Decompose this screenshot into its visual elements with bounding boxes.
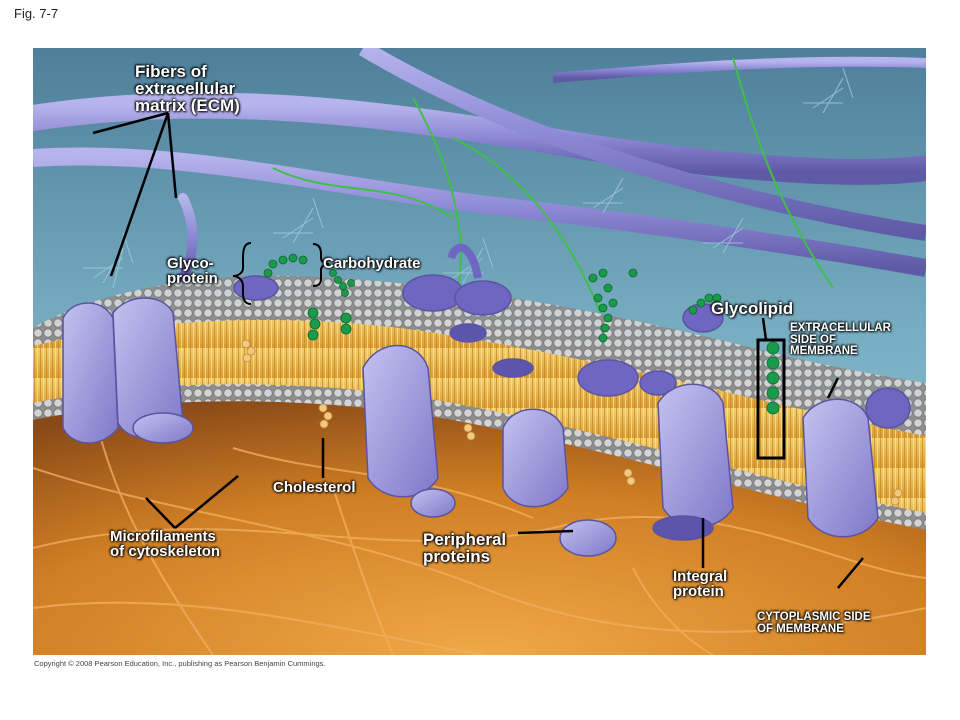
ecm-fibers [33, 48, 926, 283]
cytoplasmic-side-label: CYTOPLASMIC SIDE OF MEMBRANE [757, 611, 871, 635]
ecm-label: Fibers of extracellular matrix (ECM) [135, 63, 240, 114]
microfilaments-label: Microfilaments of cytoskeleton [110, 529, 220, 559]
integral-label-line-1: Integral [673, 568, 728, 585]
microfilaments-label-line-1: Microfilaments [110, 528, 216, 545]
extracellular-side-label: EXTRACELLULAR SIDE OF MEMBRANE [790, 322, 891, 358]
glycoprotein-label-line-1: Glyco- [167, 255, 214, 272]
cytoplasmic-side-line-2: OF MEMBRANE [757, 622, 844, 635]
glycoprotein-label-line-2: protein [167, 270, 218, 287]
figure-label: Fig. 7-7 [14, 6, 59, 21]
cytoplasmic-side-line-1: CYTOPLASMIC SIDE [757, 611, 871, 623]
extracellular-side-line-1: EXTRACELLULAR [790, 322, 891, 334]
extracellular-side-line-3: MEMBRANE [790, 345, 858, 357]
glycolipid-label: Glycolipid [711, 299, 794, 318]
peripheral-proteins-label: Peripheral proteins [423, 531, 506, 565]
ecm-label-line-2: extracellular [135, 79, 236, 98]
ecm-label-line-1: Fibers of [135, 62, 207, 81]
carbohydrate-label: Carbohydrate [323, 255, 421, 272]
cholesterol-label: Cholesterol [273, 479, 356, 496]
ecm-label-line-3: matrix (ECM) [135, 96, 240, 115]
integral-protein-label: Integral protein [673, 569, 727, 599]
cytoplasm [33, 355, 926, 655]
peripheral-label-line-1: Peripheral [423, 530, 507, 549]
membrane-illustration: Fibers of extracellular matrix (ECM) Gly… [33, 48, 926, 655]
microfilaments-label-line-2: of cytoskeleton [110, 543, 221, 560]
integral-label-line-2: protein [673, 583, 724, 600]
extracellular-side-line-2: SIDE OF [790, 333, 837, 346]
cytoskeleton [33, 407, 926, 655]
cholesterol-molecules [241, 339, 903, 506]
membrane-proteins [62, 243, 911, 557]
carbohydrate-chains [263, 253, 780, 415]
glycoprotein-label: Glyco- protein [167, 256, 218, 286]
label-leaders [92, 111, 864, 589]
peripheral-label-line-2: proteins [423, 547, 491, 566]
copyright-notice: Copyright © 2008 Pearson Education, Inc.… [34, 659, 326, 668]
